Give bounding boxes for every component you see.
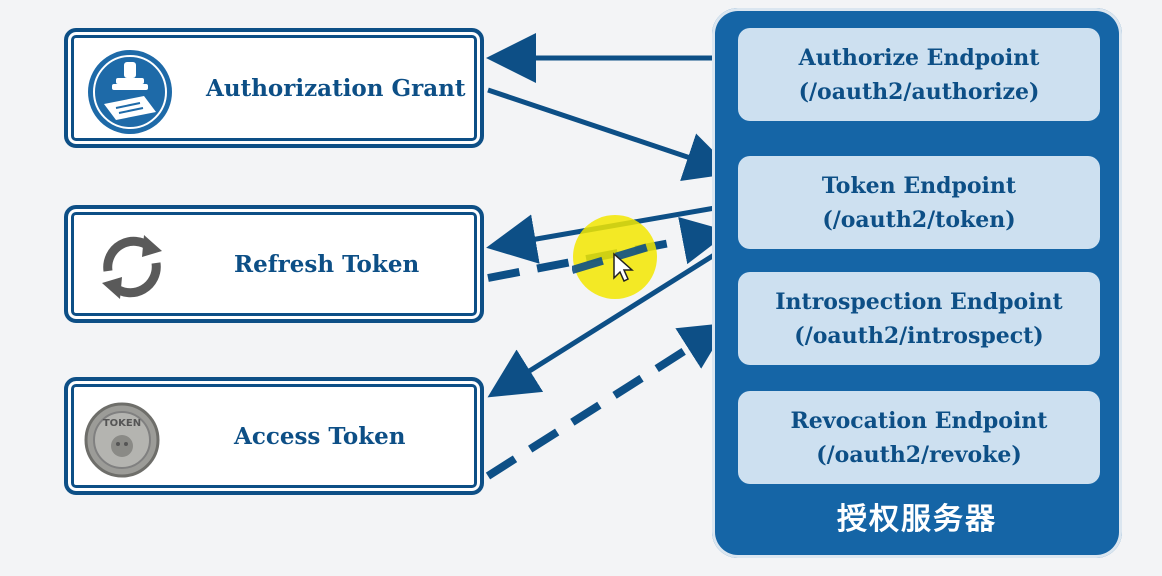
mouse-pointer-icon <box>613 252 634 283</box>
server-title: 授权服务器 <box>837 502 997 537</box>
arrow-access-to-introspect-dashed <box>485 322 729 480</box>
access-token-box: TOKEN Access Token <box>64 377 484 495</box>
stamp-document-icon <box>86 48 174 136</box>
revocation-endpoint: Revocation Endpoint (/oauth2/revoke) <box>738 391 1100 484</box>
refresh-token-box: Refresh Token <box>64 205 484 323</box>
token-coin-icon: TOKEN <box>80 398 164 482</box>
introspection-endpoint-name: Introspection Endpoint <box>775 288 1063 315</box>
authorize-endpoint-path: (/oauth2/authorize) <box>798 78 1040 105</box>
refresh-icon <box>92 227 172 307</box>
token-endpoint-name: Token Endpoint <box>821 172 1017 199</box>
authorization-grant-label: Authorization Grant <box>206 74 466 102</box>
arrow-grant-to-token <box>487 87 736 181</box>
cursor-highlight <box>570 214 660 300</box>
introspection-endpoint-path: (/oauth2/introspect) <box>794 322 1044 349</box>
token-endpoint-path: (/oauth2/token) <box>822 206 1016 233</box>
refresh-token-label: Refresh Token <box>234 250 420 278</box>
authorize-endpoint: Authorize Endpoint (/oauth2/authorize) <box>738 28 1100 121</box>
token-endpoint: Token Endpoint (/oauth2/token) <box>738 156 1100 249</box>
authorization-server-panel: Authorize Endpoint (/oauth2/authorize) T… <box>712 8 1122 558</box>
introspection-endpoint: Introspection Endpoint (/oauth2/introspe… <box>738 272 1100 365</box>
revocation-endpoint-path: (/oauth2/revoke) <box>816 441 1022 468</box>
authorize-endpoint-name: Authorize Endpoint <box>798 44 1040 71</box>
revocation-endpoint-name: Revocation Endpoint <box>790 407 1048 434</box>
coin-text: TOKEN <box>103 418 141 429</box>
access-token-label: Access Token <box>234 422 406 450</box>
authorization-grant-box: Authorization Grant <box>64 28 484 148</box>
